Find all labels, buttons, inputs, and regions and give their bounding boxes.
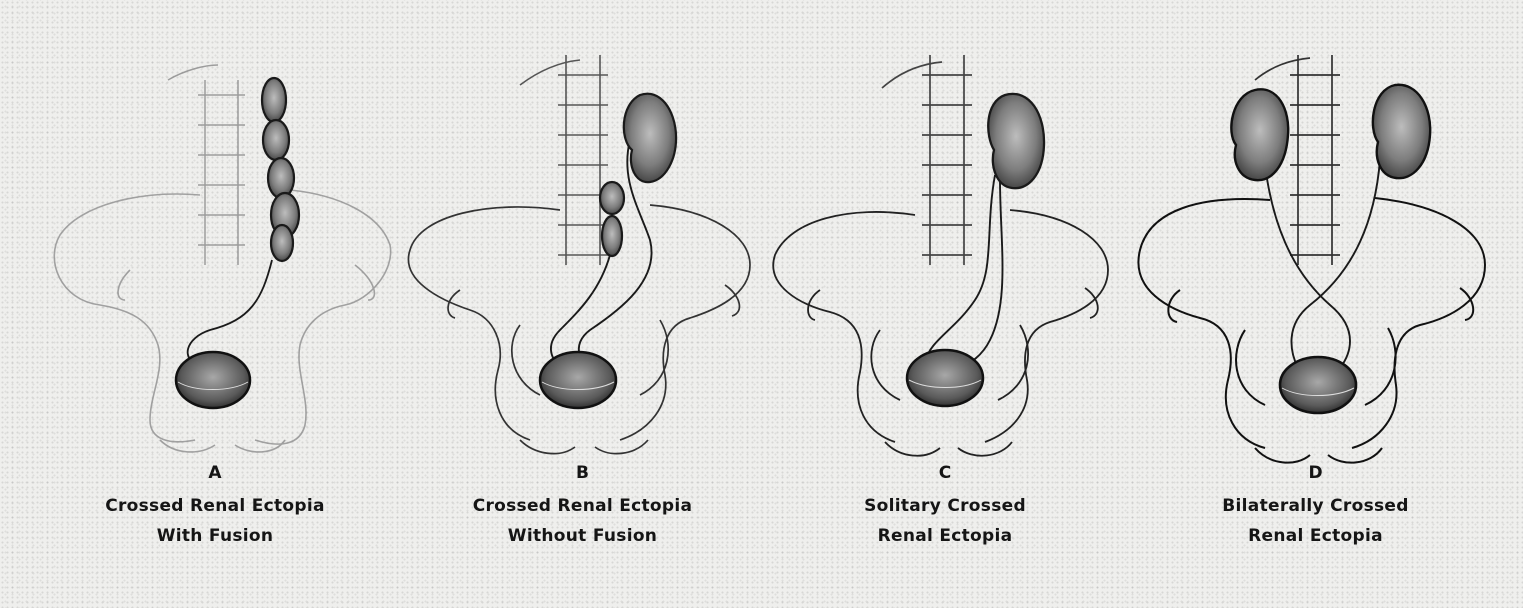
panel-d-label: D Bilaterally Crossed Renal Ectopia [1188, 463, 1443, 551]
panel-c-drawing [773, 55, 1108, 456]
panel-b-pelvis [408, 205, 750, 454]
panel-a-ureter [188, 260, 272, 365]
panel-c-bladder [907, 350, 983, 406]
panel-a-caption-line2: With Fusion [85, 521, 345, 551]
panel-d-caption-line1: Bilaterally Crossed [1188, 491, 1443, 521]
panel-b-label: B Crossed Renal Ectopia Without Fusion [445, 463, 720, 551]
panel-a-spine [168, 65, 245, 265]
panel-d-pelvis [1138, 198, 1485, 463]
panel-b-letter: B [445, 463, 720, 483]
panel-a-letter: A [85, 463, 345, 483]
panel-b-spine [520, 55, 608, 265]
panel-b-kidneys [600, 94, 676, 256]
panel-c-spine [882, 55, 972, 265]
panel-d-ureters [1265, 160, 1380, 368]
panel-b-bladder [540, 352, 616, 408]
panel-b-drawing [408, 55, 750, 454]
panel-c-caption-line1: Solitary Crossed [820, 491, 1070, 521]
panel-c-letter: C [820, 463, 1070, 483]
panel-b-caption-line2: Without Fusion [445, 521, 720, 551]
panel-a-kidney [262, 78, 299, 261]
panel-a-bladder [176, 352, 250, 408]
panel-c-pelvis [773, 210, 1108, 456]
panel-a-caption-line1: Crossed Renal Ectopia [85, 491, 345, 521]
panel-a-drawing [54, 65, 390, 452]
panel-b-caption-line1: Crossed Renal Ectopia [445, 491, 720, 521]
panel-d-drawing [1138, 55, 1485, 463]
panel-c-label: C Solitary Crossed Renal Ectopia [820, 463, 1070, 551]
panel-d-bladder [1280, 357, 1356, 413]
panel-c-caption-line2: Renal Ectopia [820, 521, 1070, 551]
panel-d-letter: D [1188, 463, 1443, 483]
panel-a-pelvis [54, 190, 390, 452]
panel-c-kidney [988, 94, 1044, 188]
panel-d-caption-line2: Renal Ectopia [1188, 521, 1443, 551]
panel-a-label: A Crossed Renal Ectopia With Fusion [85, 463, 345, 551]
